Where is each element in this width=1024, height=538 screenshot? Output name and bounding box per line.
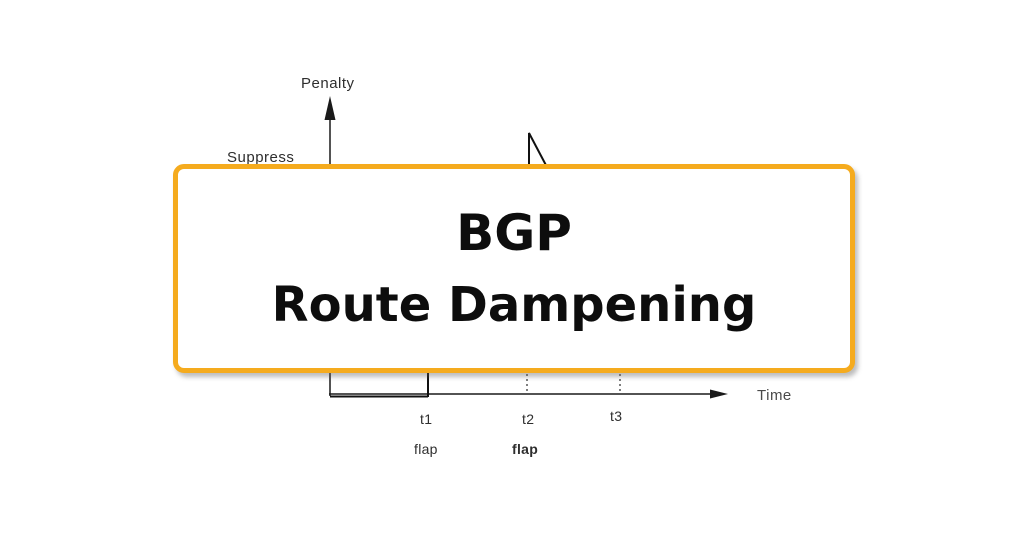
flap-event-t1: flap bbox=[414, 441, 438, 457]
suppress-threshold-label: Suppress bbox=[227, 149, 295, 166]
title-line-1: BGP bbox=[456, 204, 572, 263]
title-card: BGP Route Dampening bbox=[173, 164, 855, 373]
y-axis-arrowhead-icon bbox=[324, 96, 336, 120]
title-line-2: Route Dampening bbox=[271, 276, 757, 333]
time-marker-t3: t3 bbox=[610, 408, 623, 424]
penalty-curve-spike-t2 bbox=[528, 132, 550, 171]
flap-event-t2: flap bbox=[512, 441, 539, 457]
time-marker-t2: t2 bbox=[522, 411, 535, 427]
time-marker-t1: t1 bbox=[420, 411, 433, 427]
x-axis-label: Time bbox=[757, 387, 792, 404]
y-axis-label: Penalty bbox=[301, 75, 355, 92]
x-axis-arrowhead-icon bbox=[710, 389, 728, 399]
